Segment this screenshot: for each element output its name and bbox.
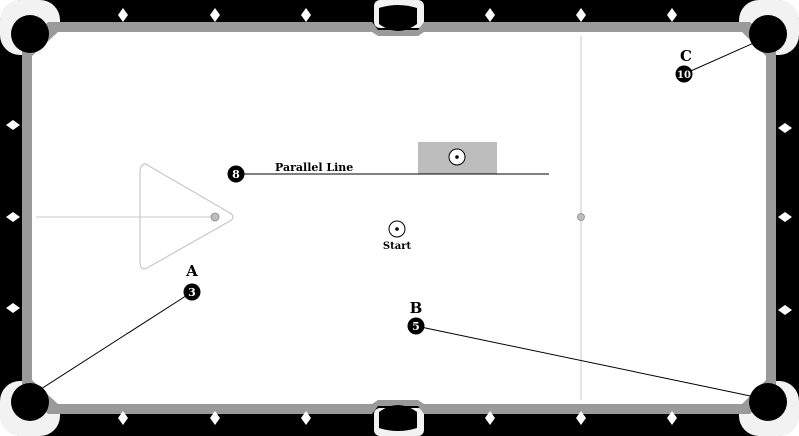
shot-lines: [29, 37, 766, 399]
diamond-icon: [485, 411, 495, 425]
diamond-icon: [210, 8, 220, 22]
ball-8-number: 8: [232, 168, 240, 181]
pocket-icon: [379, 5, 417, 31]
head-spot: [577, 213, 585, 221]
diamond-icon: [6, 303, 20, 313]
table-spots: [210, 212, 585, 222]
cue-ball-icon: [448, 148, 466, 166]
pocket-icon: [11, 383, 49, 421]
pocket-icon: [11, 15, 49, 53]
start-label: Start: [383, 241, 412, 252]
diamond-icon: [118, 411, 128, 425]
diamond-icon: [301, 8, 311, 22]
diamond-icon: [301, 411, 311, 425]
pocket-b-label: B: [410, 299, 423, 317]
shot-line-c: [683, 37, 766, 75]
pocket-icon: [749, 15, 787, 53]
ball-5-number: 5: [412, 320, 420, 333]
diamond-icon: [6, 120, 20, 130]
foot-spot: [210, 212, 220, 222]
ball-10: 10: [675, 65, 693, 83]
diamond-icon: [778, 212, 792, 222]
diamond-icon: [667, 8, 677, 22]
pocket-icon: [379, 405, 417, 431]
ball-5: 5: [407, 317, 425, 335]
ball-3-number: 3: [188, 286, 196, 299]
diamond-icon: [485, 8, 495, 22]
cue-ball-icon: [388, 220, 406, 238]
parallel-line-label: Parallel Line: [275, 161, 353, 174]
diamond-icon: [576, 411, 586, 425]
diamond-icon: [778, 305, 792, 315]
diamond-icon: [576, 8, 586, 22]
pocket-c-label: C: [680, 47, 692, 65]
diamond-icon: [6, 212, 20, 222]
pockets: [11, 5, 787, 431]
ball-3: 3: [183, 283, 201, 301]
diamond-icon: [118, 8, 128, 22]
pocket-a-label: A: [185, 262, 198, 280]
diamond-icon: [210, 411, 220, 425]
diamond-icon: [778, 123, 792, 133]
diamond-icon: [667, 411, 677, 425]
pocket-icon: [749, 383, 787, 421]
ball-10-number: 10: [677, 70, 691, 81]
table-felt: [32, 32, 766, 404]
ball-8: 8: [227, 165, 245, 183]
rack-triangle: [139, 163, 234, 270]
shot-line-a: [29, 291, 193, 397]
rail-diamonds: [6, 8, 792, 425]
shot-line-b: [415, 325, 761, 399]
